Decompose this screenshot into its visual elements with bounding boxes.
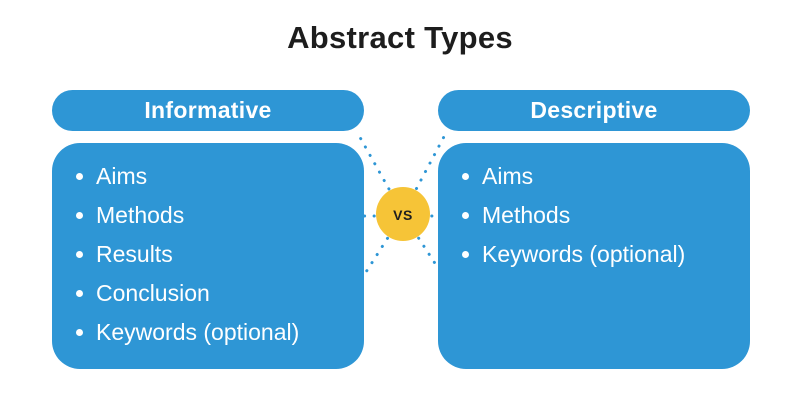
list-item: Conclusion: [76, 274, 350, 313]
list-item: Methods: [76, 196, 350, 235]
vs-label: VS: [393, 207, 413, 223]
diagram-title: Abstract Types: [287, 20, 513, 55]
informative-header: Informative: [52, 90, 364, 131]
list-item: Keywords (optional): [76, 313, 350, 352]
list-item: Aims: [462, 157, 736, 196]
list-item: Methods: [462, 196, 736, 235]
list-item: Results: [76, 235, 350, 274]
vs-circle: [376, 187, 430, 241]
list-item: Aims: [76, 157, 350, 196]
list-item: Keywords (optional): [462, 235, 736, 274]
descriptive-header: Descriptive: [438, 90, 750, 131]
